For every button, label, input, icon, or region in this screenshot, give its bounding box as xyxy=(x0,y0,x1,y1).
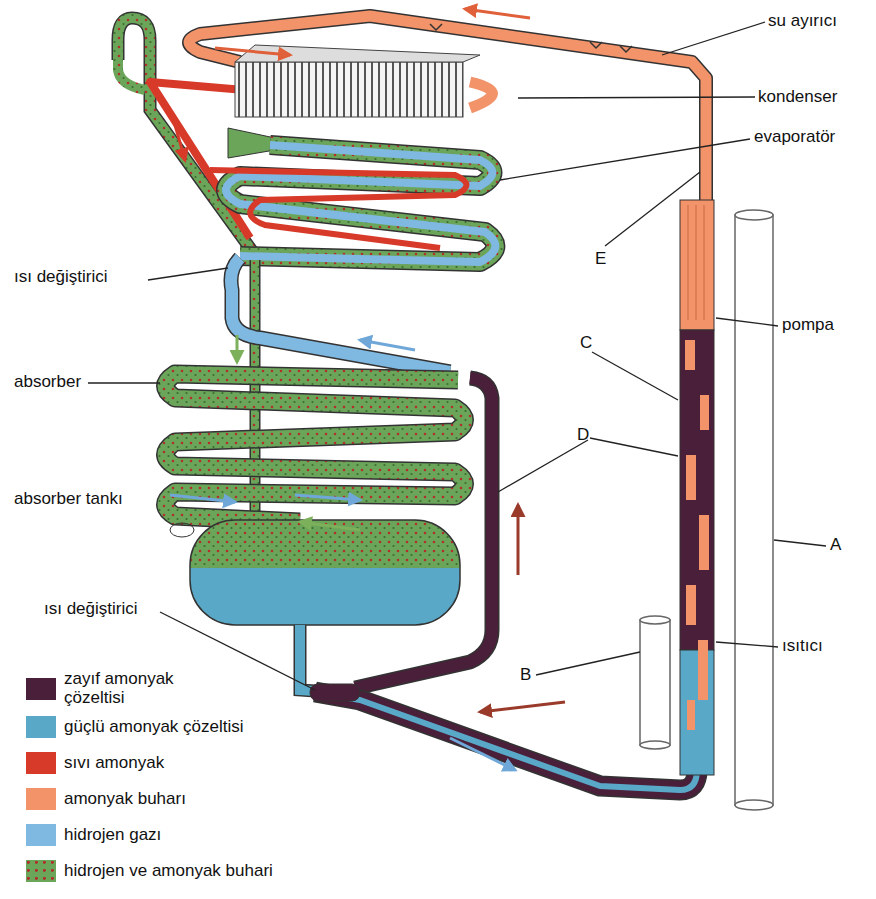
legend-swatch xyxy=(26,752,56,774)
legend-row: hidrojen ve amonyak buhari xyxy=(26,860,264,882)
legend-row: zayıf amonyak çözeltisi xyxy=(26,670,194,707)
part-label: ısıtıcı xyxy=(782,637,823,656)
part-label: D xyxy=(577,426,589,445)
hydrogen-pipe xyxy=(231,258,450,372)
part-label: ısı değiştirici xyxy=(14,268,108,287)
part-label: B xyxy=(520,666,531,685)
condenser xyxy=(235,45,480,117)
part-label: absorber xyxy=(14,373,81,392)
part-label: pompa xyxy=(782,316,834,335)
legend-text: güçlü amonyak çözeltisi xyxy=(64,718,244,737)
part-label: evaporatör xyxy=(754,128,835,147)
part-label: kondenser xyxy=(758,88,837,107)
legend-row: güçlü amonyak çözeltisi xyxy=(26,716,244,738)
legend-swatch xyxy=(26,824,56,846)
absorber-tank xyxy=(170,520,460,628)
part-label: absorber tankı xyxy=(14,490,123,509)
legend-swatch xyxy=(26,716,56,738)
legend-text: hidrojen ve amonyak buhari xyxy=(64,862,264,881)
legend-swatch xyxy=(26,860,56,882)
legend-swatch xyxy=(26,788,56,810)
part-label: ısı değiştirici xyxy=(44,600,138,619)
legend-row: sıvı amonyak xyxy=(26,752,164,774)
legend-text: amonyak buharı xyxy=(64,790,186,809)
heat-exchanger xyxy=(310,684,360,701)
part-label: E xyxy=(595,250,606,269)
legend-text: sıvı amonyak xyxy=(64,754,164,773)
part-label: C xyxy=(580,334,592,353)
legend-row: amonyak buharı xyxy=(26,788,186,810)
weak-solution-pipe xyxy=(355,378,492,688)
absorber-coil xyxy=(166,374,465,522)
legend-text: hidrojen gazı xyxy=(64,826,161,845)
legend-row: hidrojen gazı xyxy=(26,824,161,846)
leader-line xyxy=(88,22,826,690)
part-label: su ayırıcı xyxy=(768,12,837,31)
flow-arrow xyxy=(170,9,565,770)
evaporator-coil xyxy=(210,128,495,262)
generator-column xyxy=(680,200,714,775)
legend-swatch xyxy=(26,678,56,700)
legend-text: zayıf amonyak çözeltisi xyxy=(64,670,194,707)
part-label: A xyxy=(830,536,841,555)
